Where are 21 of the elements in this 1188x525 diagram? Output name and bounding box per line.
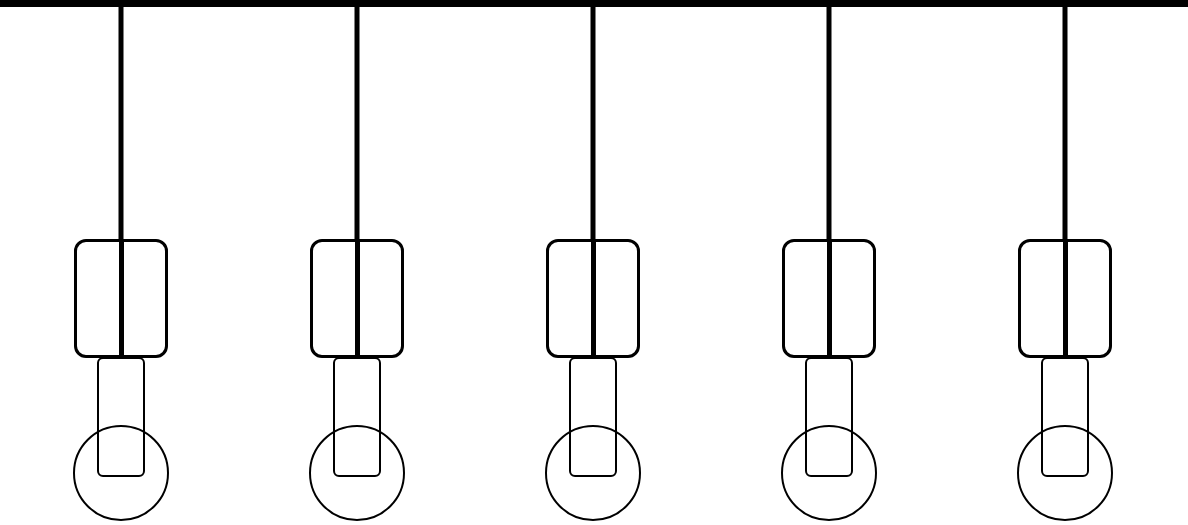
- lamp-shade: [546, 239, 640, 358]
- bulb-circle: [1017, 425, 1113, 521]
- hanging-cord: [118, 7, 124, 239]
- lamp-shade: [310, 239, 404, 358]
- bulb-circle: [545, 425, 641, 521]
- ceiling-rail: [0, 0, 1188, 7]
- lamp-socket: [333, 357, 381, 477]
- bulb-circle: [781, 425, 877, 521]
- lamp-socket: [1041, 357, 1089, 477]
- hanging-cord: [354, 7, 360, 239]
- lamp-shade: [1018, 239, 1112, 358]
- hanging-cord: [826, 7, 832, 239]
- lamp-shade: [74, 239, 168, 358]
- hanging-cord: [590, 7, 596, 239]
- bulb-circle: [73, 425, 169, 521]
- lamp-socket: [569, 357, 617, 477]
- bulb-circle: [309, 425, 405, 521]
- lamp-socket: [805, 357, 853, 477]
- lamp-socket: [97, 357, 145, 477]
- lamp-shade: [782, 239, 876, 358]
- hanging-cord: [1062, 7, 1068, 239]
